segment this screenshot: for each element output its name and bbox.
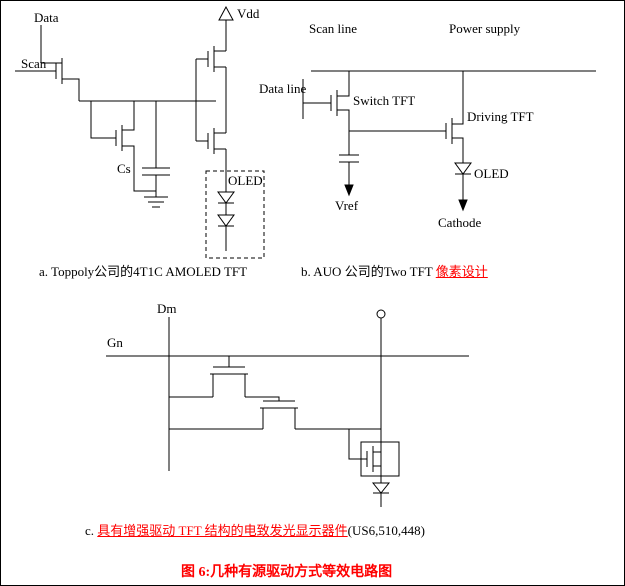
driving-tft-3-symbol [207, 128, 226, 154]
ground-symbol [144, 196, 168, 208]
oled-dashed-box [205, 170, 265, 259]
caption-a-text: a. Toppoly公司的4T1C AMOLED TFT [39, 264, 248, 279]
t3-gate-wire [348, 429, 367, 460]
output-terminal-circle [376, 309, 386, 319]
tft-4-symbol [207, 46, 226, 72]
circuit-b [302, 70, 596, 212]
label-power-supply: Power supply [449, 21, 521, 36]
drain-lead [452, 71, 464, 125]
oled-diode-2 [217, 214, 235, 227]
top-lead [122, 101, 135, 131]
capacitor-cs [142, 167, 170, 176]
source-lead [337, 109, 350, 131]
label-gn: Gn [107, 335, 123, 350]
switch-tft-1-symbol [41, 58, 80, 101]
label-vref: Vref [335, 198, 359, 213]
label-scan-line: Scan line [309, 21, 358, 36]
figure-caption: 图 6:几种有源驱动方式等效电路图 [181, 565, 393, 580]
caption-c-highlight: 具有增强驱动 TFT 结构的电致发光显示器件 [97, 523, 348, 538]
t2-gate-wire [90, 101, 116, 139]
cathode-arrow [458, 199, 468, 212]
el-diode [371, 482, 391, 494]
label-scan: Scan [21, 56, 47, 71]
t1-to-t2-gate-wire [245, 396, 280, 401]
label-cathode: Cathode [438, 215, 482, 230]
label-oled-b: OLED [474, 166, 509, 181]
tft-2-symbol [115, 101, 156, 192]
drain-lead [337, 71, 350, 97]
data-line-wire [302, 79, 331, 119]
diode-triangle [371, 482, 391, 494]
label-data-line: Data line [259, 81, 307, 96]
caption-c-letter: c. [85, 523, 98, 538]
diode-triangle [217, 191, 235, 204]
label-dm: Dm [157, 301, 177, 316]
caption-b-highlight: 像素设计 [435, 264, 488, 279]
circuit-c [106, 309, 469, 507]
vref-arrow [344, 184, 354, 197]
caption-c-patent: (US6,510,448) [347, 523, 425, 538]
source-lead [452, 137, 464, 163]
boosted-tft-box [360, 441, 400, 477]
storage-capacitor [339, 154, 359, 163]
circuit-a [15, 5, 265, 259]
caption-circuit-a: a. Toppoly公司的4T1C AMOLED TFT [39, 264, 247, 280]
label-switch-tft: Switch TFT [353, 93, 416, 108]
vdd-symbol [218, 5, 234, 21]
oled-diode-1 [217, 191, 235, 204]
tft-1-symbol [210, 356, 248, 397]
bottom-lead [122, 145, 156, 192]
diode-triangle [454, 162, 472, 175]
caption-circuit-c: c. 具有增强驱动 TFT 结构的电致发光显示器件(US6,510,448) [85, 523, 425, 539]
label-cs: Cs [117, 161, 131, 176]
label-driving-tft: Driving TFT [467, 109, 534, 124]
label-oled-a: OLED [228, 173, 263, 188]
drain-lead [62, 78, 80, 101]
caption-b-text: b. AUO 公司的Two TFT [301, 264, 436, 279]
caption-circuit-b: b. AUO 公司的Two TFT 像素设计 [301, 264, 488, 280]
oled-diode [454, 162, 472, 175]
boosted-tft-symbol [366, 446, 381, 472]
switch-tft-symbol [330, 71, 350, 131]
driving-tft-symbol [445, 71, 464, 163]
diode-triangle [217, 214, 235, 227]
label-vdd: Vdd [237, 6, 260, 21]
tft-2-symbol [260, 400, 298, 429]
label-data: Data [34, 10, 59, 25]
